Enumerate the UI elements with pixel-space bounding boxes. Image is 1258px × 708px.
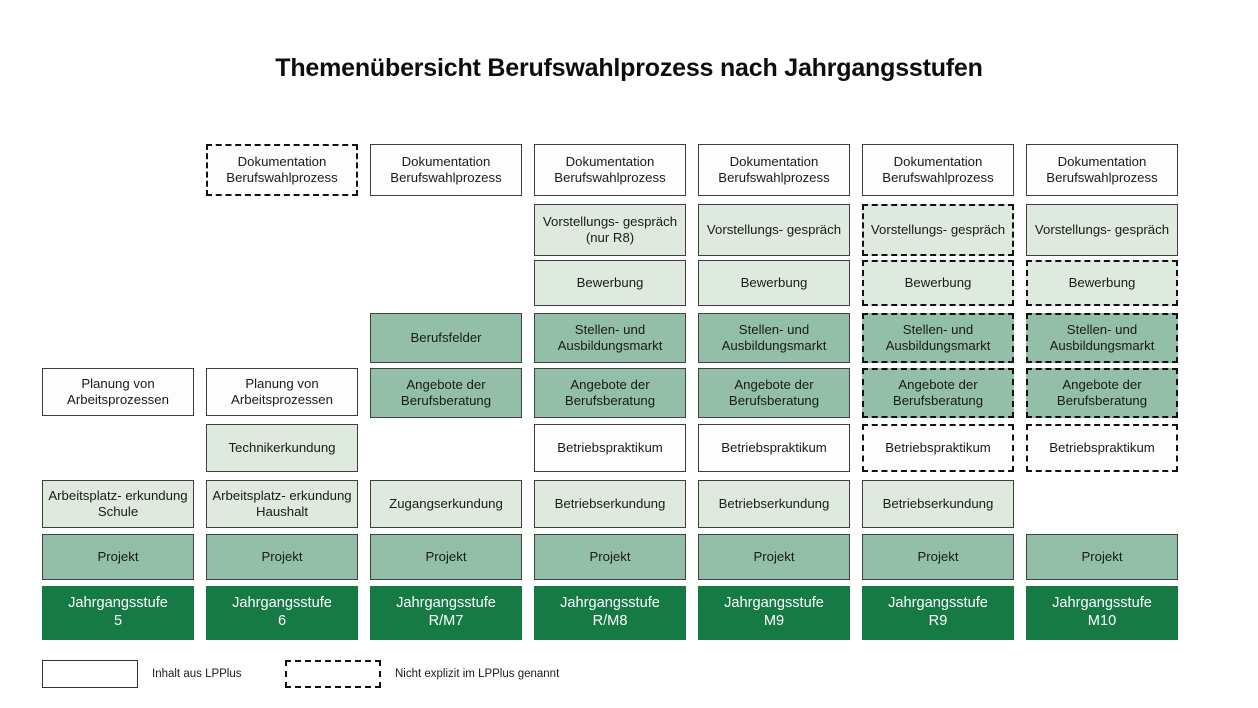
year-level-header-line1: Jahrgangsstufe xyxy=(724,595,824,612)
topic-box[interactable]: Dokumentation Berufswahlprozess xyxy=(370,144,522,196)
year-level-header-line2: 5 xyxy=(113,613,123,629)
topic-box[interactable]: Planung von Arbeitsprozessen xyxy=(42,368,194,416)
year-level-header-line1: Jahrgangsstufe xyxy=(1052,595,1152,612)
year-level-header-line1: Jahrgangsstufe xyxy=(560,595,660,612)
legend-swatch-dashed xyxy=(285,660,381,688)
topic-box[interactable]: Stellen- und Ausbildungsmarkt xyxy=(534,313,686,363)
topic-box[interactable]: Dokumentation Berufswahlprozess xyxy=(698,144,850,196)
topic-box[interactable]: Projekt xyxy=(42,534,194,580)
topic-box[interactable]: Betriebspraktikum xyxy=(698,424,850,472)
topic-box[interactable]: Planung von Arbeitsprozessen xyxy=(206,368,358,416)
topic-box[interactable]: Dokumentation Berufswahlprozess xyxy=(206,144,358,196)
topic-box[interactable]: Betriebserkundung xyxy=(862,480,1014,528)
legend: Inhalt aus LPPlus Nicht explizit im LPPlu… xyxy=(42,660,1178,700)
year-level-header-line1: Jahrgangsstufe xyxy=(232,595,332,612)
topic-box[interactable]: Zugangserkundung xyxy=(370,480,522,528)
topic-box[interactable]: Projekt xyxy=(370,534,522,580)
topic-box[interactable]: Vorstellungs- gespräch xyxy=(1026,204,1178,256)
page-title: Themenübersicht Berufswahlprozess nach J… xyxy=(275,54,983,82)
topic-box[interactable]: Stellen- und Ausbildungsmarkt xyxy=(862,313,1014,363)
year-level-header-line2: R9 xyxy=(928,613,948,629)
year-level-header-line1: Jahrgangsstufe xyxy=(396,595,496,612)
topic-box[interactable]: Betriebserkundung xyxy=(534,480,686,528)
topic-box[interactable]: Betriebspraktikum xyxy=(862,424,1014,472)
topic-box[interactable]: Vorstellungs- gespräch xyxy=(862,204,1014,256)
topic-box[interactable]: Dokumentation Berufswahlprozess xyxy=(534,144,686,196)
year-level-header-line2: R/M7 xyxy=(428,613,464,629)
topic-box[interactable]: Arbeitsplatz- erkundung Schule xyxy=(42,480,194,528)
topic-box[interactable]: Bewerbung xyxy=(1026,260,1178,306)
topic-box[interactable]: Projekt xyxy=(206,534,358,580)
topic-box[interactable]: Vorstellungs- gespräch xyxy=(698,204,850,256)
topic-box[interactable]: Berufsfelder xyxy=(370,313,522,363)
year-level-header-line2: M10 xyxy=(1087,613,1117,629)
topic-box[interactable]: Dokumentation Berufswahlprozess xyxy=(1026,144,1178,196)
topic-box[interactable]: Stellen- und Ausbildungsmarkt xyxy=(1026,313,1178,363)
topic-box[interactable]: Bewerbung xyxy=(698,260,850,306)
topic-box[interactable]: Arbeitsplatz- erkundung Haushalt xyxy=(206,480,358,528)
topic-box[interactable]: Projekt xyxy=(1026,534,1178,580)
topic-box[interactable]: Projekt xyxy=(698,534,850,580)
topic-box[interactable]: Stellen- und Ausbildungsmarkt xyxy=(698,313,850,363)
year-level-header-line1: Jahrgangsstufe xyxy=(888,595,988,612)
legend-label: Inhalt aus LPPlus xyxy=(152,668,242,680)
topic-box[interactable]: Angebote der Berufsberatung xyxy=(1026,368,1178,418)
topic-box[interactable]: Angebote der Berufsberatung xyxy=(370,368,522,418)
topic-box[interactable]: Bewerbung xyxy=(534,260,686,306)
topic-box[interactable]: Dokumentation Berufswahlprozess xyxy=(862,144,1014,196)
year-level-header-line2: 6 xyxy=(277,613,287,629)
year-level-header-line2: M9 xyxy=(763,613,785,629)
topic-box[interactable]: Betriebserkundung xyxy=(698,480,850,528)
topic-box[interactable]: Betriebspraktikum xyxy=(534,424,686,472)
legend-label: Nicht explizit im LPPlus genannt xyxy=(395,668,560,680)
legend-item: Inhalt aus LPPlus xyxy=(42,660,242,688)
topic-box[interactable]: Angebote der Berufsberatung xyxy=(862,368,1014,418)
topic-box[interactable]: Projekt xyxy=(862,534,1014,580)
legend-swatch-solid xyxy=(42,660,138,688)
year-level-header-line2: R/M8 xyxy=(592,613,628,629)
topic-box[interactable]: Technikerkundung xyxy=(206,424,358,472)
topic-box[interactable]: Projekt xyxy=(534,534,686,580)
topic-box[interactable]: Angebote der Berufsberatung xyxy=(698,368,850,418)
topic-box[interactable]: Betriebspraktikum xyxy=(1026,424,1178,472)
topic-box[interactable]: Angebote der Berufsberatung xyxy=(534,368,686,418)
year-level-header-line1: Jahrgangsstufe xyxy=(68,595,168,612)
topic-box[interactable]: Vorstellungs- gespräch (nur R8) xyxy=(534,204,686,256)
legend-item: Nicht explizit im LPPlus genannt xyxy=(285,660,559,688)
topic-box[interactable]: Bewerbung xyxy=(862,260,1014,306)
